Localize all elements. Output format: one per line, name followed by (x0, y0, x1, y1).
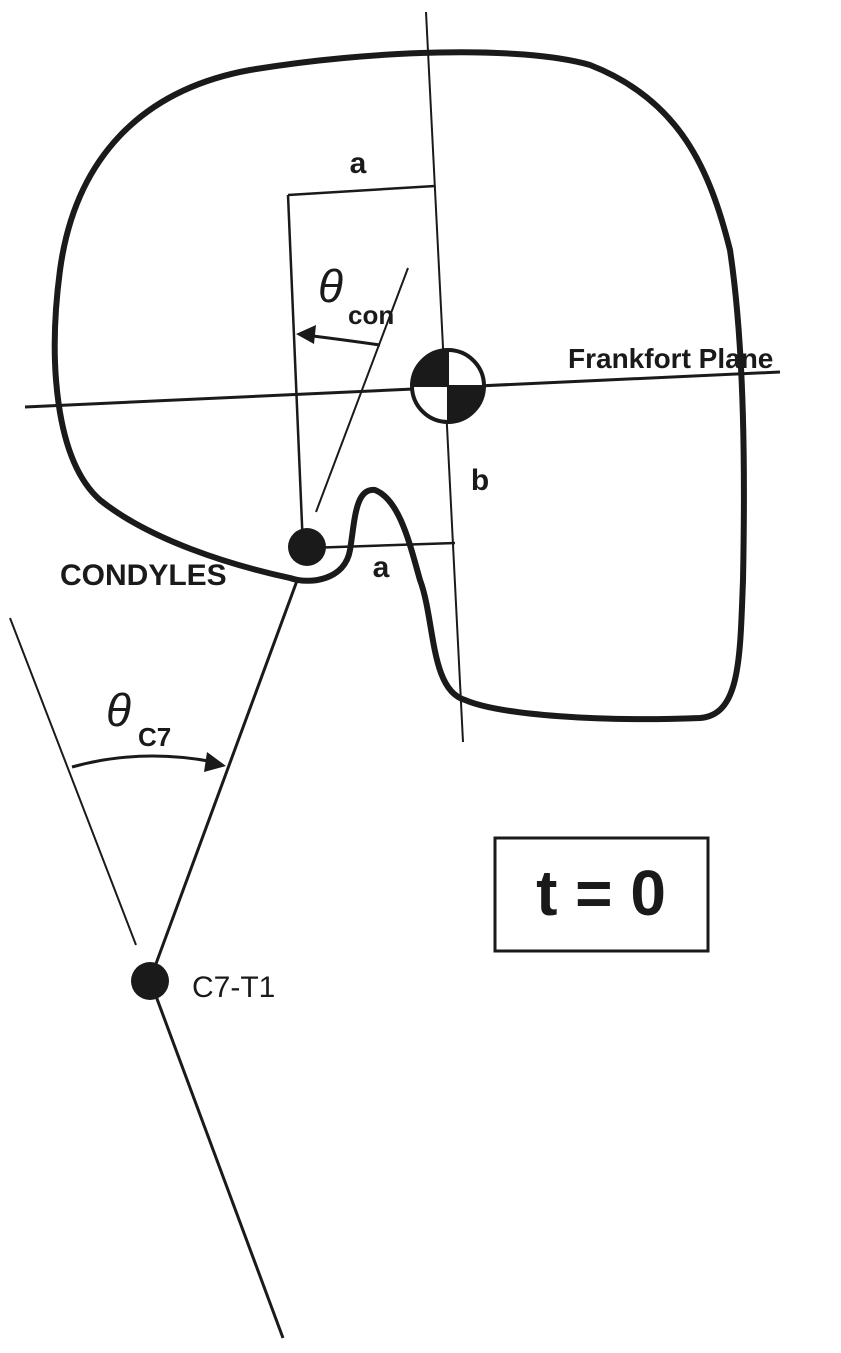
theta-c7-arc (71, 754, 215, 769)
condyle-joint-dot (288, 528, 326, 566)
torso-line (148, 979, 285, 1339)
label-a-bottom: a (373, 551, 390, 584)
time-box (493, 836, 710, 953)
label-frankfort-plane: Frankfort Plane (568, 343, 773, 374)
head-outline (51, 49, 747, 723)
label-c7-t1: C7-T1 (192, 971, 275, 1004)
neck-line (148, 577, 300, 981)
condyle-vertical-line (286, 194, 305, 549)
label-theta-con-subscript: con (348, 300, 394, 330)
label-theta-c7: θ (106, 684, 131, 736)
theta-con-arrowhead (296, 325, 316, 344)
label-theta-con: θ (318, 260, 343, 312)
label-condyles: CONDYLES (60, 559, 227, 592)
c7-reference-line (9, 617, 137, 946)
center-of-gravity-icon (410, 348, 486, 424)
dimension-a-bottom-line (307, 541, 456, 550)
theta-con-arc (304, 333, 381, 347)
theta-c7-arrowhead (204, 752, 226, 772)
label-a-top: a (350, 147, 367, 180)
label-theta-c7-subscript: C7 (138, 722, 171, 752)
condyle-angle-line (315, 267, 409, 513)
label-time: t = 0 (536, 857, 666, 929)
dimension-a-top-line (287, 184, 436, 197)
c7-t1-joint-dot (131, 962, 169, 1000)
frankfort-plane-line (24, 370, 781, 409)
label-b: b (471, 464, 489, 497)
